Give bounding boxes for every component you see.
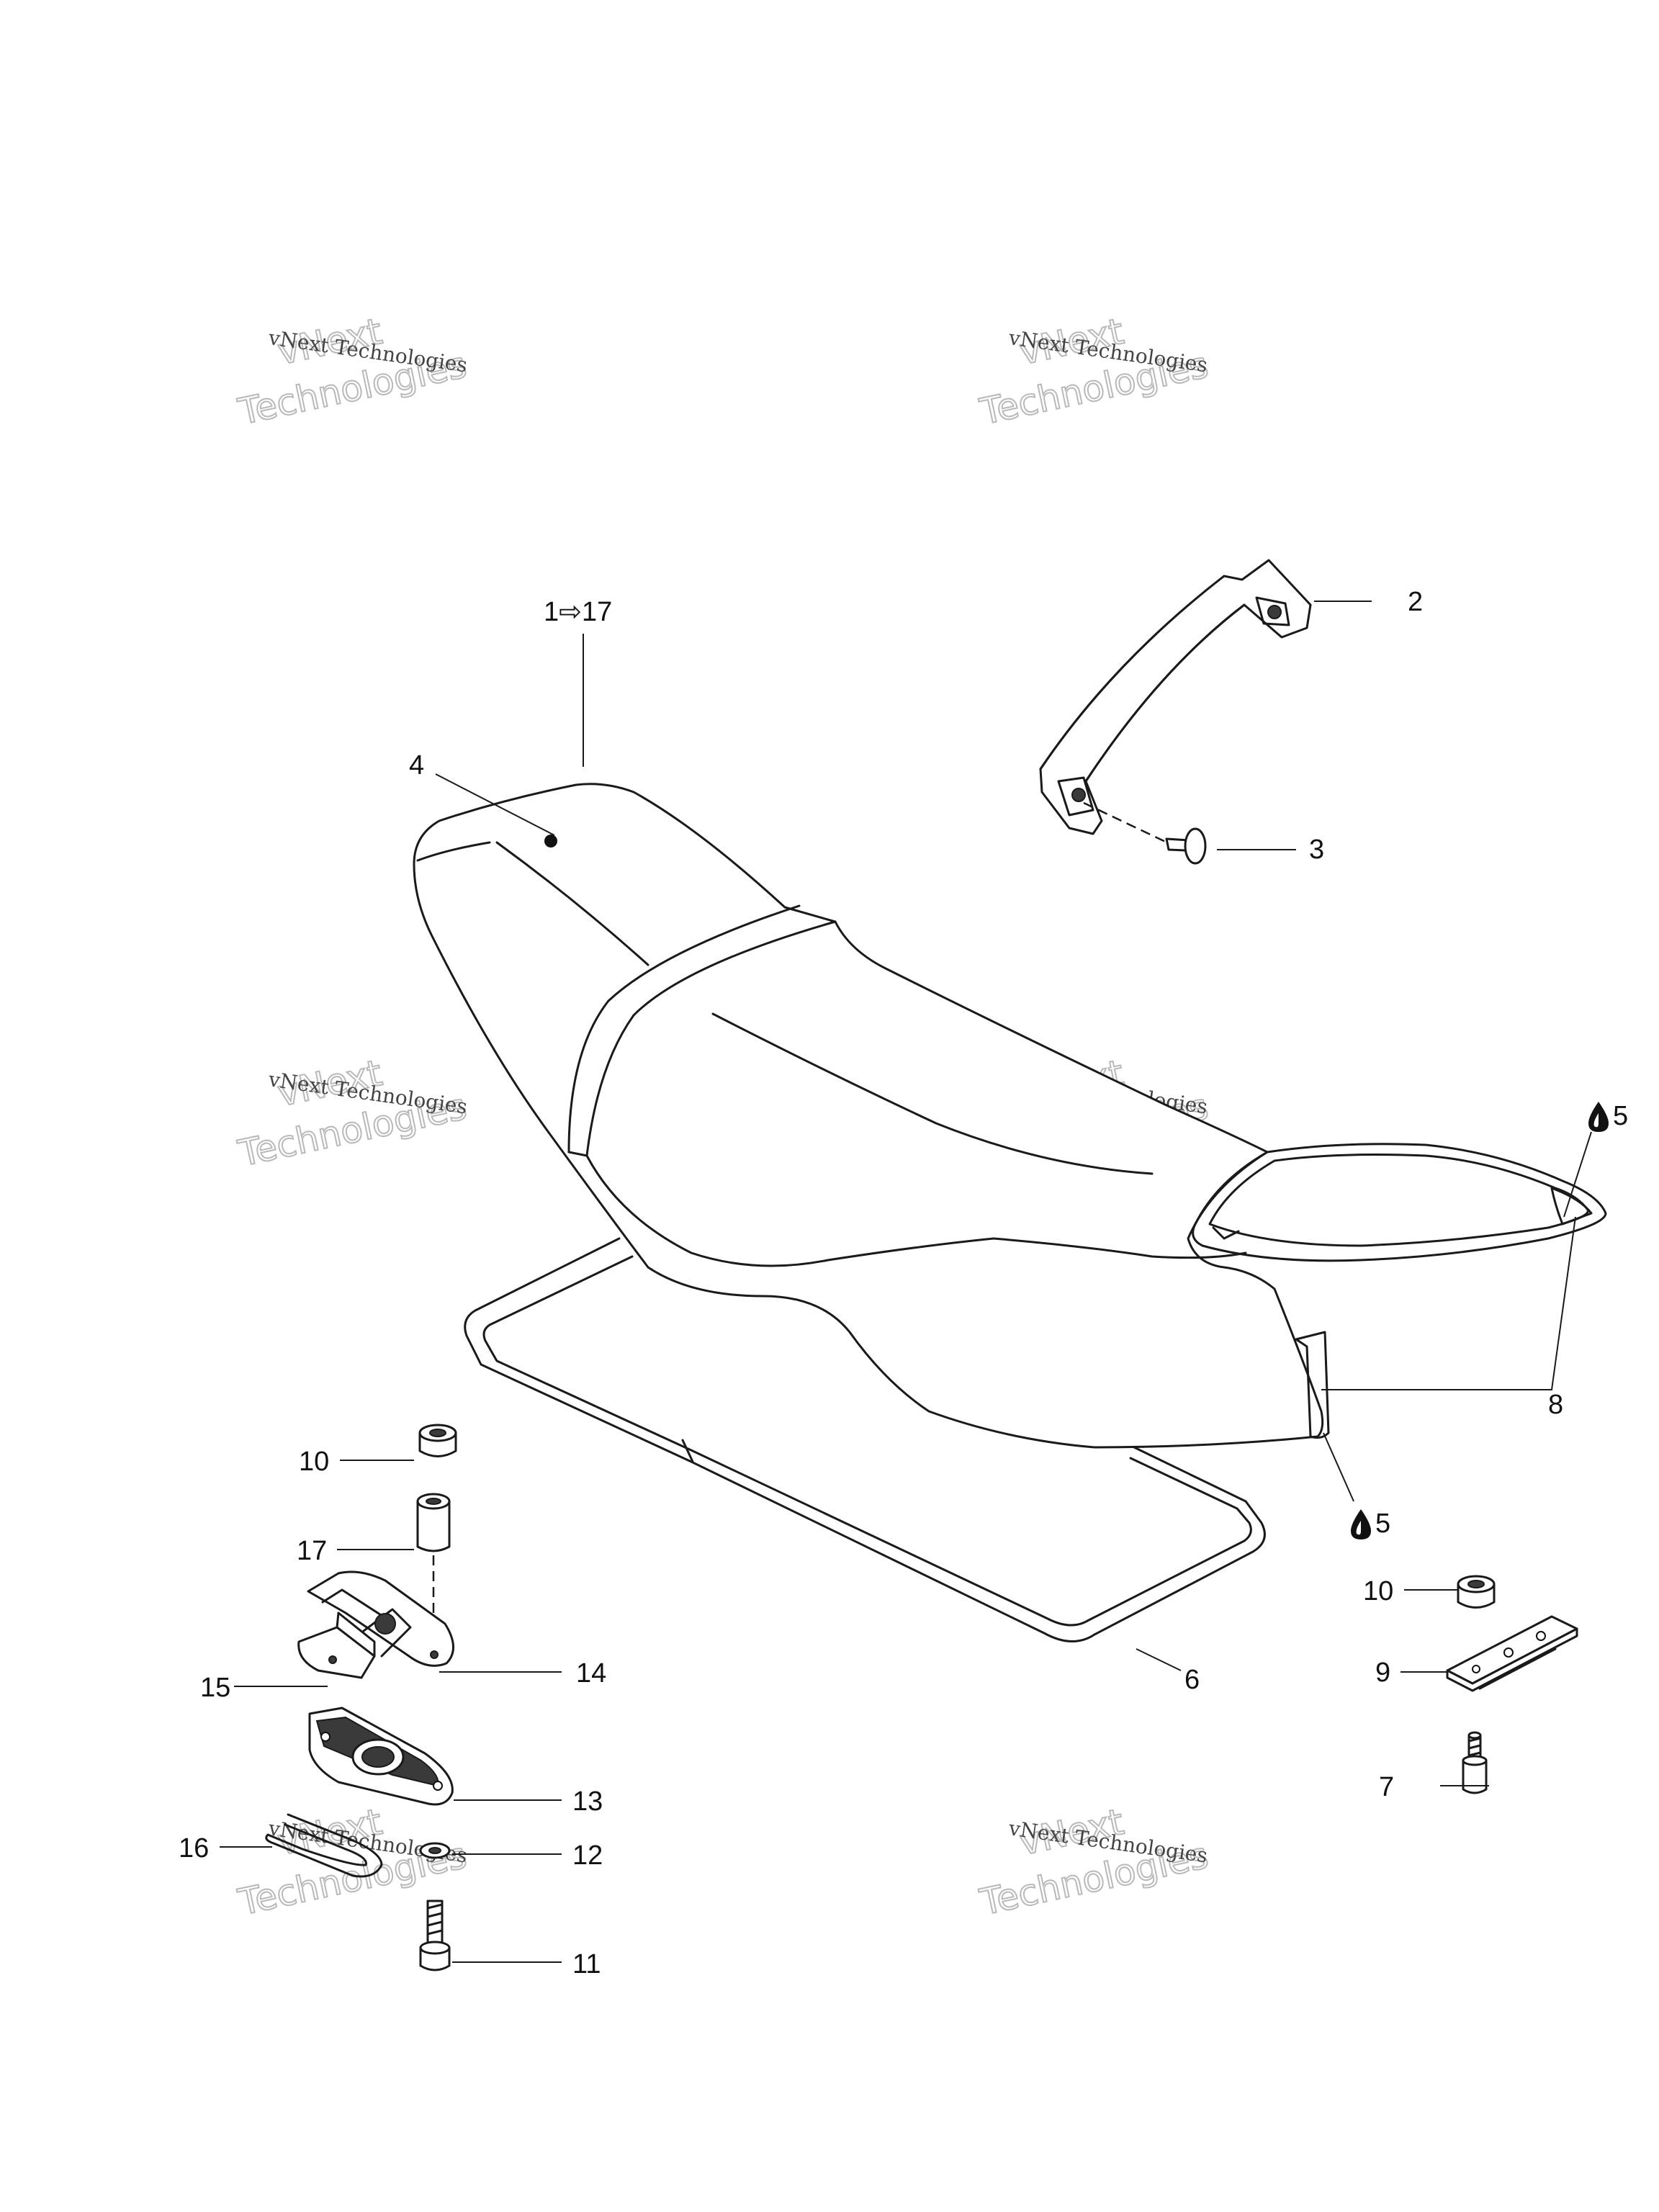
mounting-plate	[1446, 1615, 1578, 1692]
oil-drop-icon	[1351, 1509, 1371, 1539]
callout-12: 12	[572, 1840, 603, 1871]
leader-6	[1136, 1648, 1182, 1671]
callout-17: 17	[297, 1536, 327, 1566]
cap-screw	[1462, 1731, 1488, 1794]
callout-4: 4	[409, 750, 424, 781]
callout-6: 6	[1184, 1665, 1200, 1695]
bolt-left	[419, 1899, 451, 1972]
callout-14: 14	[576, 1658, 606, 1689]
leader-4	[435, 773, 555, 836]
seat-frame	[464, 1237, 1266, 1642]
callout-2: 2	[1408, 587, 1423, 617]
clip	[265, 1813, 383, 1878]
grab-handle	[1039, 559, 1312, 845]
callout-15: 15	[200, 1673, 230, 1703]
marker-dot	[544, 835, 557, 848]
callout-9: 9	[1375, 1658, 1390, 1688]
leader-5b	[1323, 1432, 1354, 1502]
washer	[419, 1842, 451, 1859]
leader-5a	[1563, 1131, 1592, 1218]
callout-11: 11	[572, 1949, 601, 1979]
spacer	[416, 1493, 451, 1653]
callout-5a: 5	[1613, 1101, 1628, 1131]
callout-1: 1⇨17	[544, 597, 612, 627]
seat-assembly	[413, 783, 1607, 1449]
callout-16: 16	[179, 1833, 209, 1863]
callout-10b: 10	[1363, 1576, 1393, 1606]
callout-5b: 5	[1375, 1509, 1390, 1539]
latch-housing	[308, 1707, 454, 1806]
leader-8	[1321, 1216, 1576, 1390]
screw	[1165, 827, 1207, 865]
callout-8: 8	[1548, 1390, 1563, 1420]
callout-3: 3	[1309, 835, 1324, 865]
callout-13: 13	[572, 1786, 603, 1817]
nut-right	[1457, 1575, 1496, 1609]
oil-drop-icon	[1588, 1102, 1609, 1132]
nut-left	[418, 1424, 457, 1457]
leader-lines	[220, 601, 1592, 1963]
callout-7: 7	[1379, 1772, 1394, 1802]
callout-10a: 10	[299, 1447, 329, 1477]
latch-bracket	[297, 1570, 454, 1679]
